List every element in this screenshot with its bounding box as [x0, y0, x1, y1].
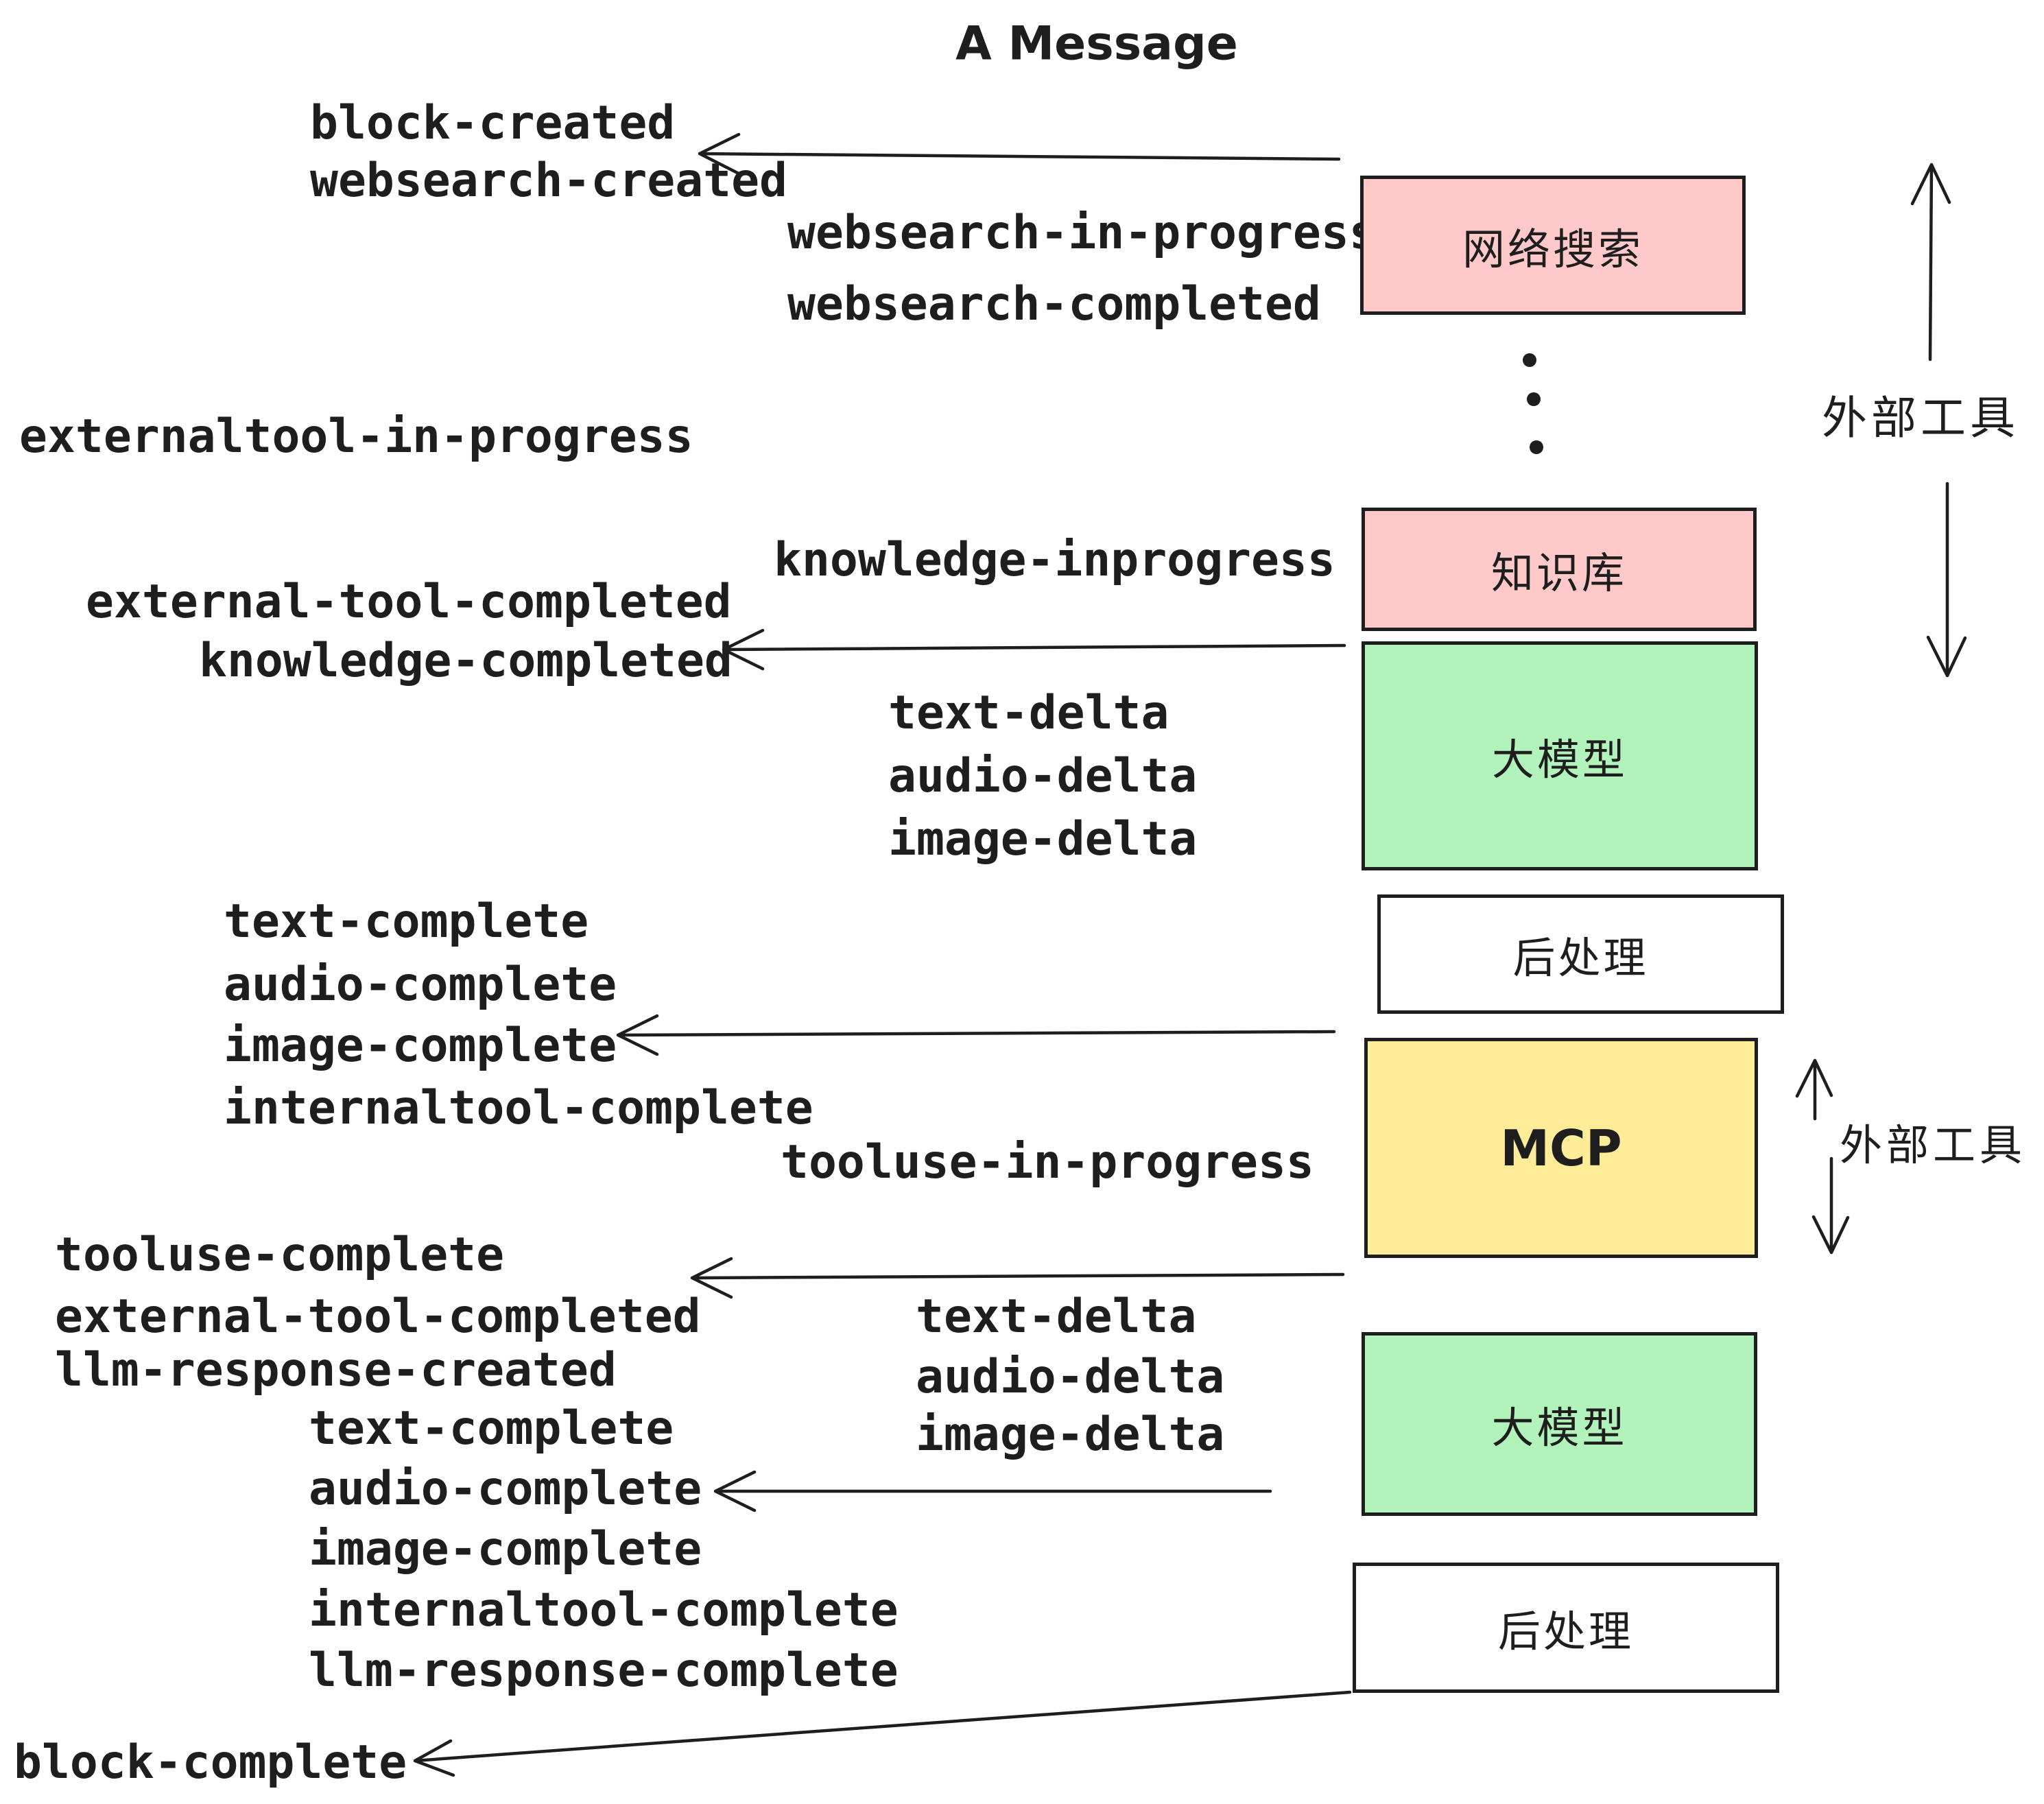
mcp-external-tools-down-arrow: [1811, 1156, 1850, 1255]
node-llm-2: 大模型: [1362, 1332, 1757, 1516]
ellipsis-dot: [1527, 392, 1541, 406]
event-tooluse-complete: tooluse-complete: [55, 1228, 505, 1282]
node-mcp: MCP: [1364, 1038, 1758, 1258]
node-websearch: 网络搜索: [1360, 176, 1746, 315]
event-audio-complete-1: audio-complete: [224, 958, 617, 1012]
event-image-delta-1: image-delta: [888, 812, 1198, 866]
node-postprocess-1-label: 后处理: [1512, 933, 1649, 983]
event-llm-response-created: llm-response-created: [55, 1343, 617, 1397]
event-internaltool-complete-2: internaltool-complete: [309, 1583, 899, 1637]
event-externaltool-in-progress: externaltool-in-progress: [19, 410, 693, 464]
event-llm-response-complete: llm-response-complete: [309, 1643, 899, 1698]
event-audio-complete-2: audio-complete: [309, 1462, 702, 1516]
diagram-title: A Message: [955, 16, 1238, 71]
event-external-tool-completed-1: external-tool-completed: [86, 575, 732, 629]
node-postprocess-1: 后处理: [1377, 894, 1784, 1014]
arrow-tooluse-complete: [690, 1257, 1345, 1299]
event-block-complete: block-complete: [14, 1735, 407, 1790]
arrow-audio-complete: [713, 1470, 1272, 1512]
node-llm-2-label: 大模型: [1491, 1403, 1628, 1453]
event-image-complete-1: image-complete: [224, 1019, 617, 1073]
arrow-block-complete: [413, 1690, 1352, 1777]
ellipsis-dot: [1530, 440, 1543, 454]
event-internaltool-complete-1: internaltool-complete: [224, 1081, 813, 1135]
arrow-image-complete: [616, 1014, 1336, 1056]
node-postprocess-2: 后处理: [1353, 1563, 1779, 1693]
node-knowledge: 知识库: [1362, 508, 1757, 631]
external-tools-down-arrow: [1926, 482, 1967, 678]
node-knowledge-label: 知识库: [1490, 548, 1627, 598]
external-tools-up-arrow: [1910, 163, 1951, 361]
external-tools-label-mcp: 外部工具: [1839, 1120, 2027, 1170]
external-tools-label-top: 外部工具: [1822, 392, 2019, 444]
event-image-complete-2: image-complete: [309, 1522, 702, 1576]
event-text-complete-1: text-complete: [224, 894, 589, 949]
node-llm-1-label: 大模型: [1491, 735, 1628, 785]
event-text-complete-2: text-complete: [309, 1401, 674, 1456]
mcp-external-tools-up-arrow: [1795, 1058, 1833, 1121]
arrow-websearch-created: [698, 132, 1341, 176]
event-knowledge-inprogress: knowledge-inprogress: [774, 533, 1335, 587]
event-tooluse-in-progress: tooluse-in-progress: [781, 1135, 1314, 1189]
node-postprocess-2-label: 后处理: [1497, 1606, 1634, 1657]
event-websearch-in-progress: websearch-in-progress: [787, 206, 1377, 260]
arrow-knowledge-completed: [722, 628, 1346, 671]
node-llm-1: 大模型: [1362, 641, 1758, 870]
event-block-created: block-created: [310, 96, 676, 150]
event-external-tool-completed-2: external-tool-completed: [55, 1290, 701, 1344]
event-text-delta-1: text-delta: [888, 686, 1169, 740]
event-knowledge-completed: knowledge-completed: [199, 634, 733, 688]
event-image-delta-2: image-delta: [916, 1408, 1225, 1462]
event-audio-delta-2: audio-delta: [916, 1350, 1225, 1404]
ellipsis-dot: [1523, 353, 1536, 367]
node-websearch-label: 网络搜索: [1462, 224, 1643, 274]
event-websearch-completed: websearch-completed: [787, 277, 1321, 331]
event-audio-delta-1: audio-delta: [888, 749, 1198, 803]
event-websearch-created: websearch-created: [310, 154, 787, 208]
node-mcp-label: MCP: [1500, 1119, 1622, 1177]
event-text-delta-2: text-delta: [916, 1290, 1197, 1344]
